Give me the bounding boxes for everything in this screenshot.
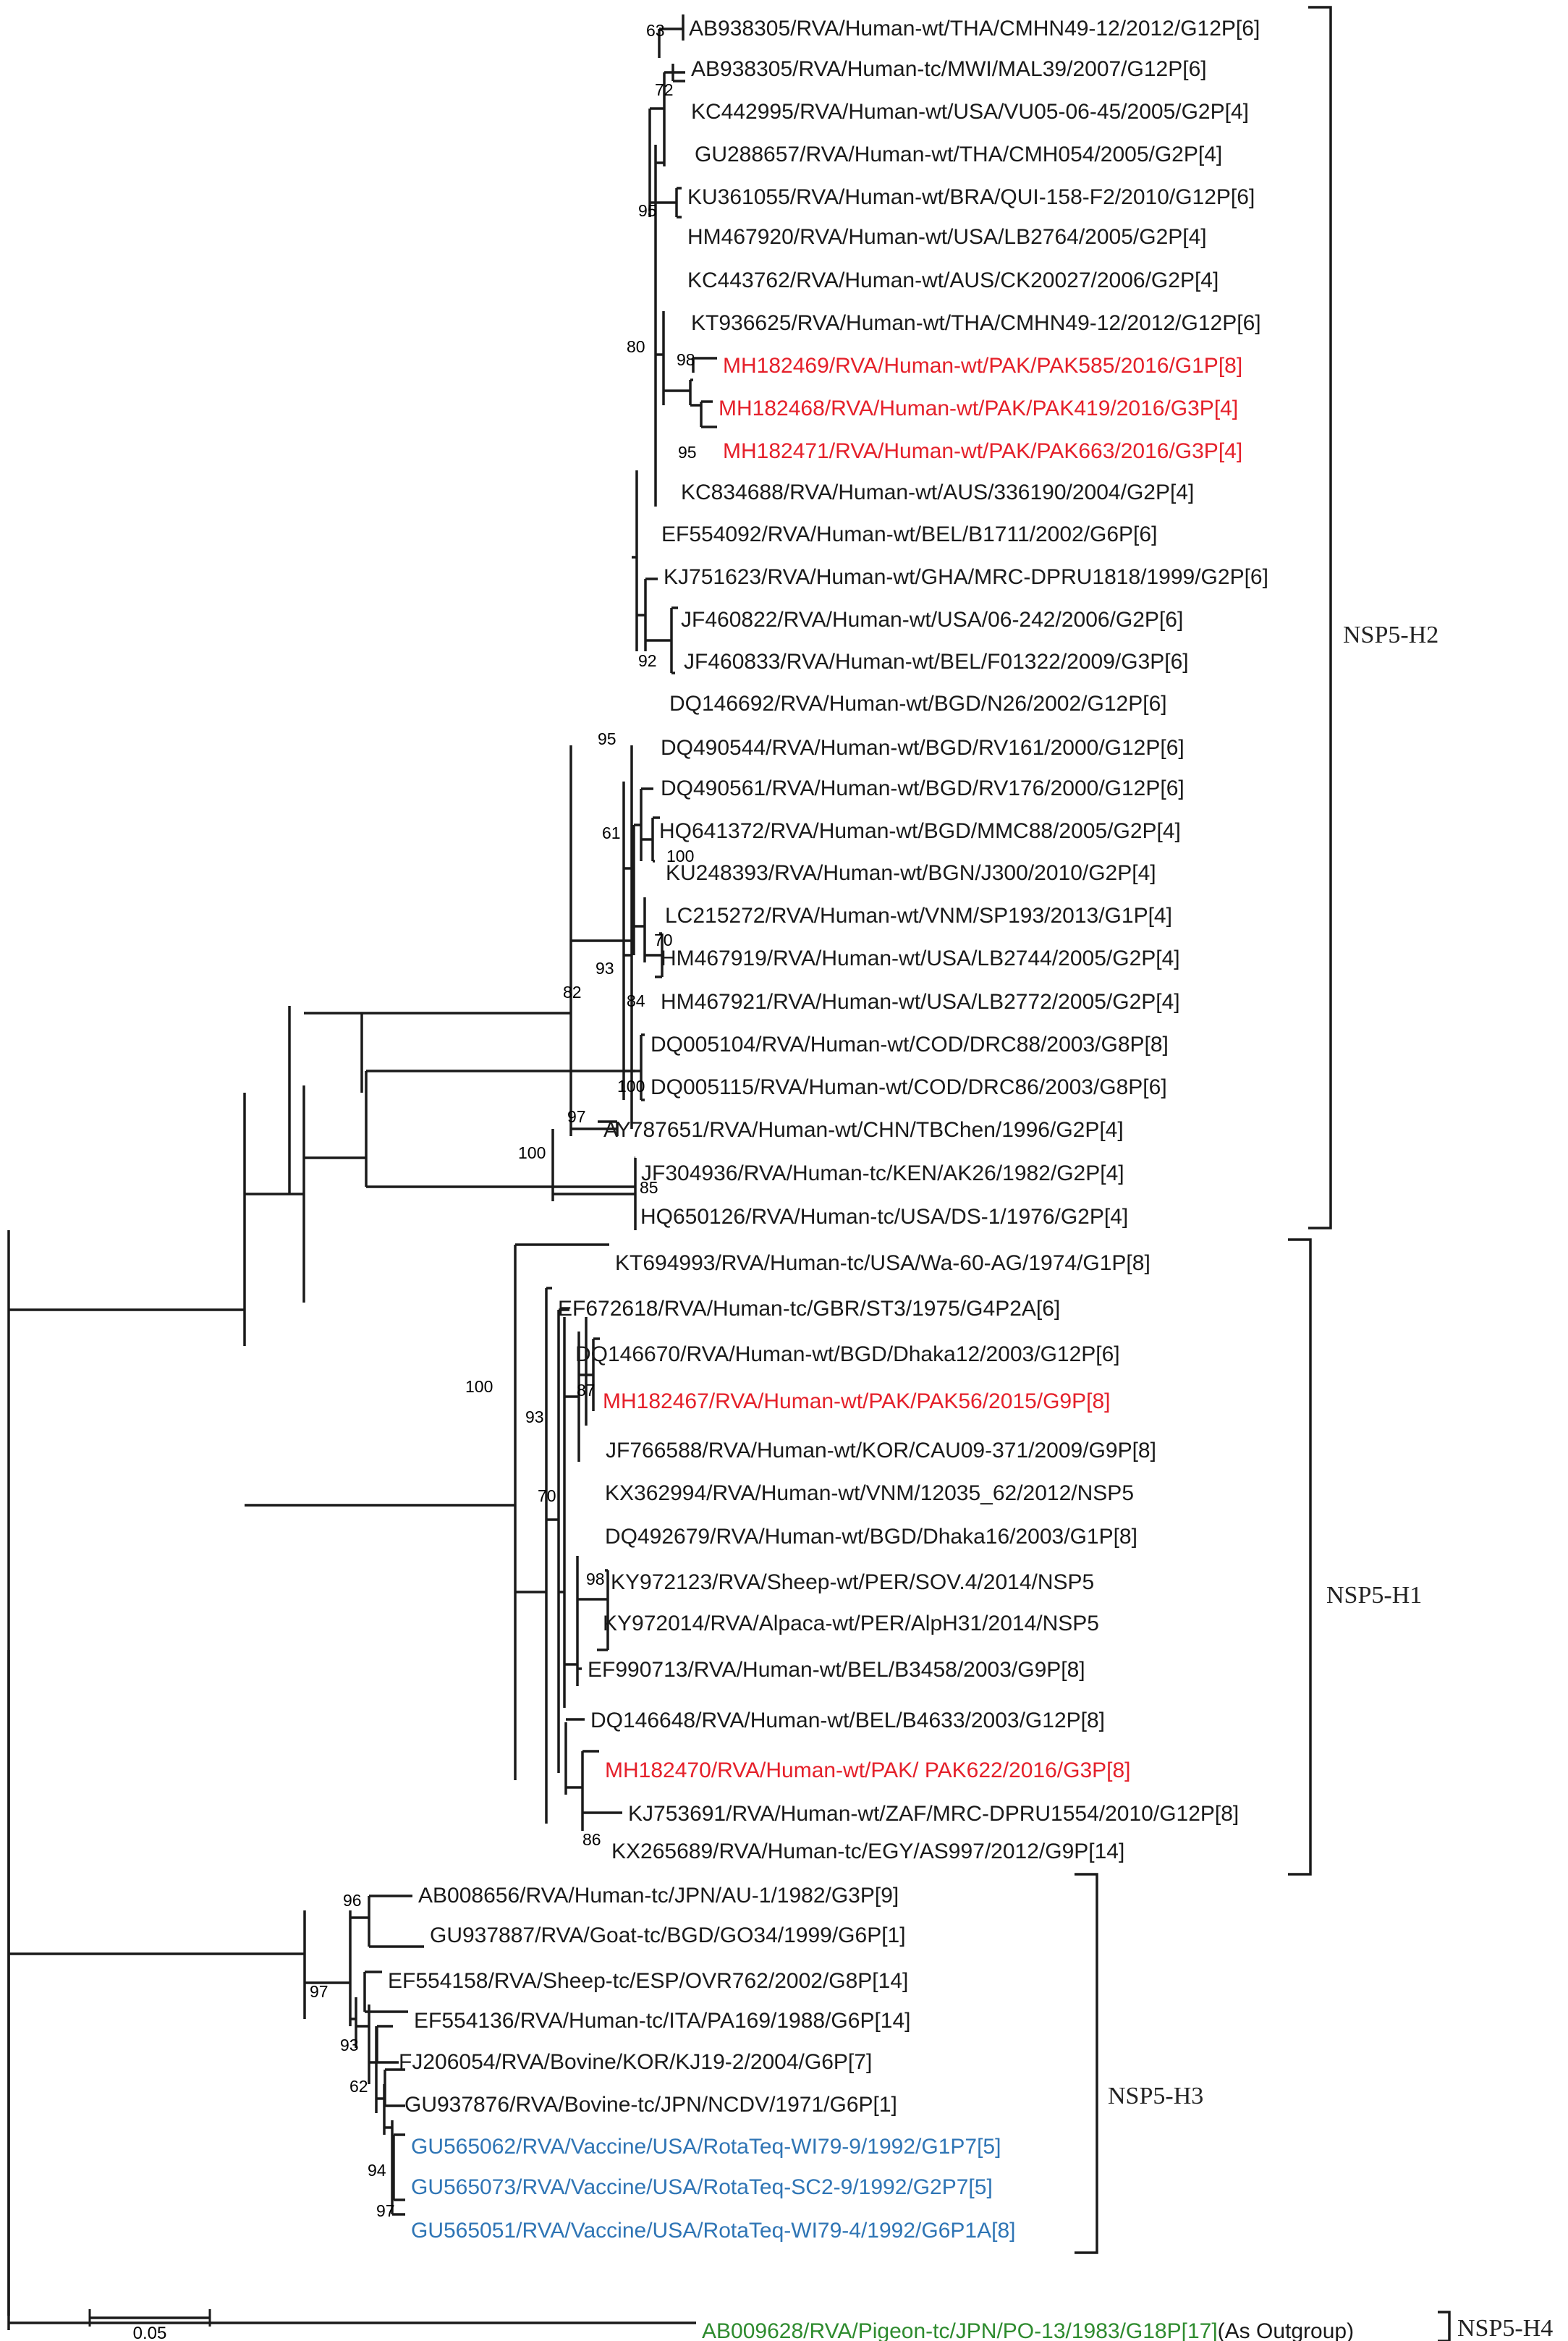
leaf-label: EF554092/RVA/Human-wt/BEL/B1711/2002/G6P… (661, 522, 1157, 546)
leaf-label: FJ206054/RVA/Bovine/KOR/KJ19-2/2004/G6P[… (399, 2050, 872, 2074)
bootstrap-value: 86 (582, 1830, 601, 1849)
bootstrap-value: 61 (602, 824, 621, 842)
leaf-label: HQ641372/RVA/Human-wt/BGD/MMC88/2005/G2P… (659, 819, 1181, 843)
bootstrap-value: 70 (538, 1486, 556, 1505)
leaf-label: EF554158/RVA/Sheep-tc/ESP/OVR762/2002/G8… (388, 1969, 908, 1993)
leaf-label: LC215272/RVA/Human-wt/VNM/SP193/2013/G1P… (665, 904, 1172, 928)
leaf-label: AB938305/RVA/Human-wt/THA/CMHN49-12/2012… (689, 17, 1260, 41)
leaf-label: MH182467/RVA/Human-wt/PAK/PAK56/2015/G9P… (603, 1389, 1110, 1413)
leaf-label: JF460822/RVA/Human-wt/USA/06-242/2006/G2… (681, 608, 1183, 632)
leaf-label: GU565073/RVA/Vaccine/USA/RotaTeq-SC2-9/1… (411, 2175, 993, 2199)
leaf-label: EF990713/RVA/Human-wt/BEL/B3458/2003/G9P… (588, 1658, 1085, 1682)
leaf-label: DQ146648/RVA/Human-wt/BEL/B4633/2003/G12… (590, 1709, 1105, 1732)
leaf-label: DQ492679/RVA/Human-wt/BGD/Dhaka16/2003/G… (605, 1525, 1137, 1549)
leaf-label: HM467920/RVA/Human-wt/USA/LB2764/2005/G2… (687, 225, 1207, 249)
leaf-label: GU565062/RVA/Vaccine/USA/RotaTeq-WI79-9/… (411, 2135, 1001, 2159)
clade-label: NSP5-H2 (1343, 622, 1438, 648)
leaf-label: EF554136/RVA/Human-tc/ITA/PA169/1988/G6P… (414, 2009, 911, 2033)
leaf-label: GU288657/RVA/Human-wt/THA/CMH054/2005/G2… (695, 143, 1222, 166)
leaf-label: DQ146692/RVA/Human-wt/BGD/N26/2002/G12P[… (669, 692, 1167, 716)
leaf-suffix: (As Outgroup) (1218, 2319, 1354, 2341)
bootstrap-value: 95 (598, 729, 616, 748)
bootstrap-value: 93 (525, 1407, 544, 1426)
bootstrap-value: 95 (678, 443, 697, 462)
leaf-label: KJ753691/RVA/Human-wt/ZAF/MRC-DPRU1554/2… (628, 1802, 1239, 1826)
clade-bracket-h1: NSP5-H1 (1288, 1238, 1422, 1876)
leaf-label: AY787651/RVA/Human-wt/CHN/TBChen/1996/G2… (603, 1118, 1124, 1142)
bootstrap-value: 72 (655, 80, 674, 99)
leaf-label: GU565051/RVA/Vaccine/USA/RotaTeq-WI79-4/… (411, 2219, 1015, 2243)
bootstrap-value: 70 (654, 931, 673, 949)
bootstrap-value: 93 (340, 2036, 359, 2054)
tree-branches (7, 14, 717, 2330)
leaf-label: MH182468/RVA/Human-wt/PAK/PAK419/2016/G3… (719, 397, 1238, 420)
bootstrap-value: 82 (563, 983, 582, 1002)
leaf-label: AB938305/RVA/Human-tc/MWI/MAL39/2007/G12… (691, 57, 1207, 81)
leaf-label: KU248393/RVA/Human-wt/BGN/J300/2010/G2P[… (666, 861, 1156, 885)
leaf-label: MH182471/RVA/Human-wt/PAK/PAK663/2016/G3… (723, 439, 1242, 463)
leaf-label: KT936625/RVA/Human-wt/THA/CMHN49-12/2012… (691, 311, 1261, 335)
leaf-label: KC443762/RVA/Human-wt/AUS/CK20027/2006/G… (687, 268, 1219, 292)
bootstrap-value: 84 (627, 991, 645, 1010)
clade-label: NSP5-H1 (1326, 1582, 1422, 1609)
bootstrap-value: 98 (586, 1570, 605, 1588)
bootstrap-value: 62 (349, 2077, 368, 2096)
leaf-label: GU937887/RVA/Goat-tc/BGD/GO34/1999/G6P[1… (430, 1923, 906, 1947)
leaf-label: JF766588/RVA/Human-wt/KOR/CAU09-371/2009… (606, 1439, 1156, 1462)
scale-bar-label: 0.05 (133, 2324, 167, 2341)
leaf-label: KY972014/RVA/Alpaca-wt/PER/AlpH31/2014/N… (603, 1612, 1099, 1635)
leaf-label: KT694993/RVA/Human-tc/USA/Wa-60-AG/1974/… (615, 1251, 1150, 1275)
bootstrap-value: 96 (343, 1891, 362, 1910)
leaf-label: DQ146670/RVA/Human-wt/BGD/Dhaka12/2003/G… (575, 1342, 1120, 1366)
leaf-label: HM467919/RVA/Human-wt/USA/LB2744/2005/G2… (661, 947, 1180, 970)
bootstrap-value: 95 (638, 201, 657, 220)
leaf-label: DQ005115/RVA/Human-wt/COD/DRC86/2003/G8P… (650, 1075, 1167, 1099)
bootstrap-value: 100 (465, 1377, 493, 1396)
leaf-label: EF672618/RVA/Human-tc/GBR/ST3/1975/G4P2A… (558, 1297, 1060, 1321)
bootstrap-value: 63 (646, 21, 665, 40)
bootstrap-value: 97 (567, 1107, 586, 1126)
leaf-label: JF304936/RVA/Human-tc/KEN/AK26/1982/G2P[… (641, 1161, 1124, 1185)
leaf-label: DQ005104/RVA/Human-wt/COD/DRC88/2003/G8P… (650, 1033, 1169, 1057)
clade-bracket-h4: NSP5-H4 (1438, 2311, 1553, 2341)
bootstrap-value: 80 (627, 337, 645, 356)
leaf-label: AB009628/RVA/Pigeon-tc/JPN/PO-13/1983/G1… (702, 2319, 1354, 2341)
leaf-label: KX362994/RVA/Human-wt/VNM/12035_62/2012/… (605, 1481, 1134, 1505)
leaf-label: AB008656/RVA/Human-tc/JPN/AU-1/1982/G3P[… (418, 1884, 899, 1908)
clade-bracket-h3: NSP5-H3 (1075, 1873, 1203, 2254)
clade-label: NSP5-H4 (1457, 2315, 1553, 2341)
leaf-label: HM467921/RVA/Human-wt/USA/LB2772/2005/G2… (661, 990, 1180, 1014)
leaf-label: KC442995/RVA/Human-wt/USA/VU05-06-45/200… (691, 100, 1249, 124)
clade-bracket-h2: NSP5-H2 (1308, 6, 1438, 1229)
leaf-label: DQ490544/RVA/Human-wt/BGD/RV161/2000/G12… (661, 736, 1185, 760)
bootstrap-value: 100 (666, 847, 694, 865)
leaf-label: KJ751623/RVA/Human-wt/GHA/MRC-DPRU1818/1… (664, 565, 1268, 589)
bootstrap-value: 93 (596, 959, 614, 978)
leaf-label: KY972123/RVA/Sheep-wt/PER/SOV.4/2014/NSP… (611, 1570, 1094, 1594)
bootstrap-value: 97 (376, 2201, 395, 2220)
leaf-label: KU361055/RVA/Human-wt/BRA/QUI-158-F2/201… (687, 185, 1255, 209)
leaf-label: MH182469/RVA/Human-wt/PAK/PAK585/2016/G1… (723, 354, 1242, 378)
bootstrap-value: 94 (368, 2161, 386, 2180)
leaf-label: GU937876/RVA/Bovine-tc/JPN/NCDV/1971/G6P… (404, 2093, 897, 2117)
leaf-label: JF460833/RVA/Human-wt/BEL/F01322/2009/G3… (684, 650, 1189, 674)
bootstrap-value: 97 (310, 1982, 329, 2001)
bootstrap-value: 85 (640, 1178, 658, 1197)
bootstrap-labels: 63 72 95 98 80 95 92 95 61 100 70 93 84 … (310, 21, 697, 2220)
leaf-label: DQ490561/RVA/Human-wt/BGD/RV176/2000/G12… (661, 776, 1185, 800)
leaf-label: HQ650126/RVA/Human-tc/USA/DS-1/1976/G2P[… (640, 1205, 1128, 1229)
leaf-label: KX265689/RVA/Human-tc/EGY/AS997/2012/G9P… (611, 1840, 1124, 1863)
leaf-label: MH182470/RVA/Human-wt/PAK/ PAK622/2016/G… (605, 1758, 1131, 1782)
scale-bar: 0.05 (88, 2309, 211, 2341)
bootstrap-value: 98 (677, 350, 695, 369)
bootstrap-value: 100 (617, 1077, 645, 1096)
bootstrap-value: 87 (577, 1381, 596, 1400)
leaf-labels: AB938305/RVA/Human-wt/THA/CMHN49-12/2012… (388, 17, 1354, 2341)
bootstrap-value: 92 (638, 651, 657, 670)
leaf-label: KC834688/RVA/Human-wt/AUS/336190/2004/G2… (681, 481, 1194, 504)
bootstrap-value: 100 (518, 1143, 546, 1162)
clade-label: NSP5-H3 (1108, 2083, 1203, 2109)
